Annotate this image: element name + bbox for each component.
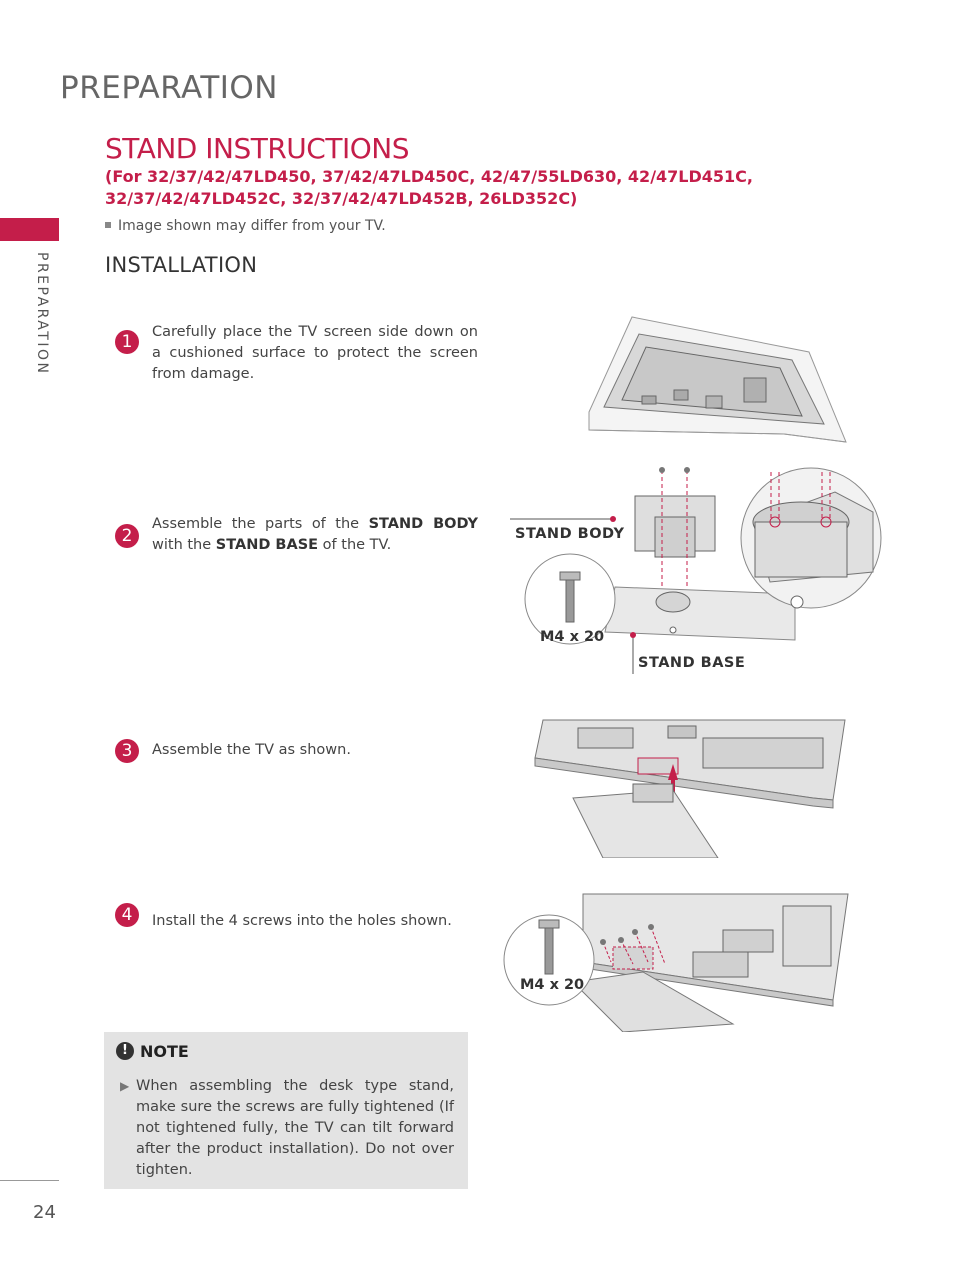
disclaimer-text: Image shown may differ from your TV. — [118, 218, 386, 234]
stand-assembly-illustration — [510, 467, 882, 674]
step-2-text: Assemble the parts of the STAND BODY wit… — [152, 514, 478, 556]
tv-assembly-illustration — [534, 719, 846, 858]
page-header: PREPARATION — [60, 70, 278, 106]
screw-size-label: M4 x 20 — [540, 629, 605, 645]
page-number: 24 — [33, 1202, 56, 1223]
note-box: ! NOTE ▶ When assembling the desk type s… — [104, 1032, 468, 1189]
screw-size-label-step4: M4 x 20 — [520, 977, 585, 993]
step-1-text: Carefully place the TV screen side down … — [152, 324, 478, 382]
step-2-text-part: with the — [152, 537, 216, 553]
installation-heading: INSTALLATION — [105, 253, 258, 277]
exclamation-icon: ! — [116, 1042, 134, 1060]
note-text: When assembling the desk type stand, mak… — [136, 1078, 454, 1178]
triangle-bullet-icon: ▶ — [120, 1079, 130, 1093]
step-2-text-part: of the TV. — [318, 537, 392, 553]
stand-body-label: STAND BODY — [515, 526, 625, 542]
sidebar-label: PREPARATION — [34, 252, 50, 376]
step-4-text: Install the 4 screws into the holes show… — [152, 913, 452, 929]
sidebar-accent-bar — [0, 218, 59, 241]
note-title: NOTE — [140, 1042, 189, 1061]
step-1-number: 1 — [115, 330, 139, 354]
step-2-stand-body: STAND BODY — [368, 516, 478, 532]
step-2-number: 2 — [115, 524, 139, 548]
step-3-number: 3 — [115, 739, 139, 763]
model-list: (For 32/37/42/47LD450, 37/42/47LD450C, 4… — [105, 167, 753, 208]
screw-install-illustration — [503, 893, 849, 1032]
tv-face-down-illustration — [588, 316, 847, 443]
section-title: STAND INSTRUCTIONS — [105, 132, 409, 165]
step-4-number: 4 — [115, 903, 139, 927]
stand-base-label: STAND BASE — [638, 655, 746, 671]
step-2-text-part: Assemble the parts of the — [152, 516, 369, 532]
bullet-square-icon — [105, 222, 111, 228]
image-disclaimer: Image shown may differ from your TV. — [105, 218, 386, 234]
step-3-text: Assemble the TV as shown. — [152, 742, 351, 758]
step-2-stand-base: STAND BASE — [215, 537, 319, 553]
footer-divider — [0, 1180, 59, 1181]
